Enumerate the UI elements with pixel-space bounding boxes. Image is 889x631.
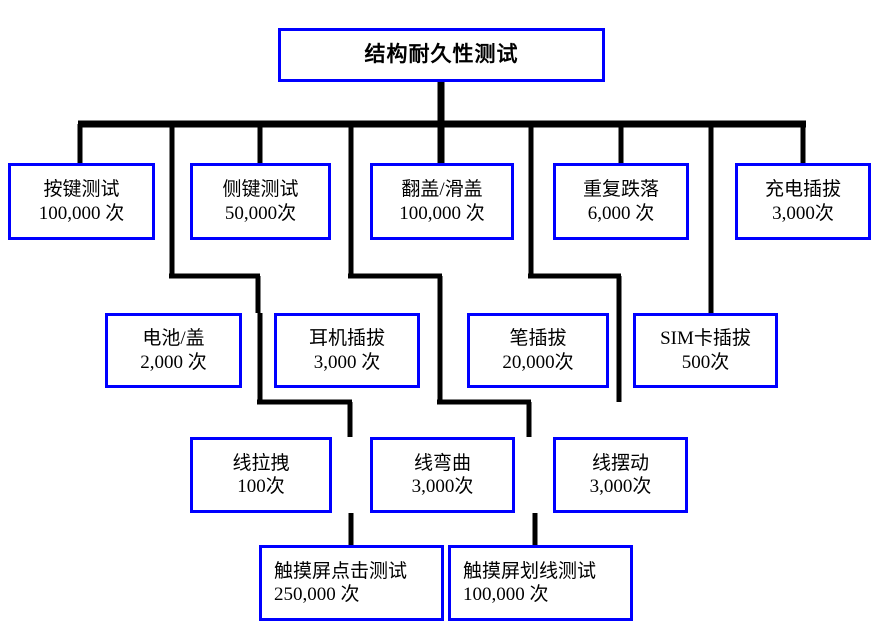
node-cable-swing-count: 3,000次: [589, 476, 652, 497]
node-repeat-drop-count: 6,000 次: [587, 202, 655, 224]
node-key-test-label: 按键测试: [43, 179, 120, 201]
node-charge-plug-count: 3,000次: [772, 202, 834, 224]
node-cable-pull[interactable]: 线拉拽 100次: [190, 437, 332, 513]
node-touch-swipe[interactable]: 触摸屏划线测试 100,000 次: [448, 545, 633, 621]
node-touch-swipe-count: 100,000 次: [463, 584, 549, 605]
node-cable-swing[interactable]: 线摆动 3,000次: [553, 437, 688, 513]
node-pen-plug[interactable]: 笔插拔 20,000次: [467, 313, 609, 388]
node-key-test-count: 100,000 次: [38, 202, 125, 224]
node-cable-bend-label: 线弯曲: [413, 452, 471, 474]
node-side-key-test-label: 侧键测试: [222, 179, 299, 201]
node-battery-cover[interactable]: 电池/盖 2,000 次: [105, 313, 242, 388]
node-earphone-plug-label: 耳机插拔: [308, 328, 385, 350]
node-charge-plug-label: 充电插拔: [764, 179, 841, 201]
node-pen-plug-count: 20,000次: [502, 351, 574, 373]
node-touch-tap[interactable]: 触摸屏点击测试 250,000 次: [259, 545, 444, 621]
node-battery-cover-label: 电池/盖: [142, 328, 205, 350]
node-cable-pull-label: 线拉拽: [232, 452, 290, 474]
node-cable-pull-count: 100次: [237, 476, 285, 497]
node-repeat-drop-label: 重复跌落: [582, 179, 659, 201]
node-side-key-test[interactable]: 侧键测试 50,000次: [190, 163, 331, 240]
node-touch-tap-label: 触摸屏点击测试: [274, 560, 408, 582]
node-key-test[interactable]: 按键测试 100,000 次: [8, 163, 155, 240]
node-flip-slide-label: 翻盖/滑盖: [401, 179, 483, 201]
node-sim-plug[interactable]: SIM卡插拔 500次: [633, 313, 778, 388]
node-cable-bend[interactable]: 线弯曲 3,000次: [370, 437, 515, 513]
node-repeat-drop[interactable]: 重复跌落 6,000 次: [553, 163, 689, 240]
node-side-key-test-count: 50,000次: [224, 202, 297, 224]
node-cable-bend-count: 3,000次: [411, 476, 474, 497]
node-pen-plug-label: 笔插拔: [509, 328, 567, 350]
node-battery-cover-count: 2,000 次: [140, 351, 207, 373]
node-touch-tap-count: 250,000 次: [274, 584, 360, 605]
node-earphone-plug[interactable]: 耳机插拔 3,000 次: [274, 313, 420, 388]
node-touch-swipe-label: 触摸屏划线测试: [463, 560, 597, 582]
node-flip-slide[interactable]: 翻盖/滑盖 100,000 次: [370, 163, 514, 240]
node-cable-swing-label: 线摆动: [591, 452, 649, 474]
node-flip-slide-count: 100,000 次: [399, 202, 485, 224]
node-root[interactable]: 结构耐久性测试: [278, 28, 605, 82]
node-sim-plug-label: SIM卡插拔: [660, 328, 751, 350]
node-earphone-plug-count: 3,000 次: [313, 351, 381, 373]
node-charge-plug[interactable]: 充电插拔 3,000次: [735, 163, 871, 240]
node-sim-plug-count: 500次: [681, 351, 730, 373]
node-root-label: 结构耐久性测试: [364, 42, 519, 67]
